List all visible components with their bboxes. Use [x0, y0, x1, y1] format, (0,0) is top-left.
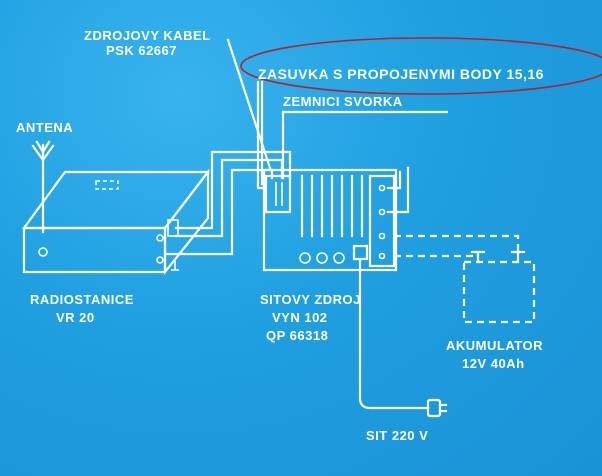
mains-plug-icon [426, 398, 442, 418]
psu-label-code: QP 66318 [266, 328, 328, 343]
radio-knob-icon [156, 256, 164, 264]
cable-label-code: PSK 62667 [106, 43, 177, 58]
radio-label-name: RADIOSTANICE [30, 292, 134, 307]
psu-knob-icon [333, 252, 345, 264]
psu-mains-connector-icon [352, 244, 369, 261]
mains-label: SIT 220 V [366, 428, 428, 443]
battery-label-rating: 12V 40Ah [462, 356, 525, 371]
ground-terminal-label: ZEMNICI SVORKA [283, 94, 403, 109]
battery [462, 250, 536, 324]
radio-display-icon [95, 180, 119, 190]
radio-station-box [21, 168, 211, 276]
psu-terminal-wires [386, 166, 410, 214]
psu-knob-icon [299, 252, 311, 264]
highlight-ellipse [240, 37, 602, 95]
antenna-label: ANTENA [16, 120, 73, 135]
cable-label-name: ZDROJOVY KABEL [84, 28, 211, 43]
radio-label-model: VR 20 [56, 310, 95, 325]
battery-label-name: AKUMULATOR [446, 338, 543, 353]
power-supply-unit [262, 168, 398, 272]
socket-label: ZASUVKA S PROPOJENYMI BODY 15,16 [258, 66, 544, 82]
psu-label-name: SITOVY ZDROJ [260, 292, 361, 307]
battery-body [462, 260, 536, 324]
psu-knob-icon [316, 252, 328, 264]
psu-socket-connector-icon [264, 174, 292, 214]
psu-label-model: VYN 102 [272, 310, 328, 325]
mains-cable [358, 258, 448, 418]
battery-cables [394, 234, 520, 258]
radio-antenna-jack-icon [38, 247, 48, 257]
leader-lines [256, 80, 449, 190]
antenna-symbol [31, 140, 55, 234]
radio-knob-icon [156, 234, 164, 242]
